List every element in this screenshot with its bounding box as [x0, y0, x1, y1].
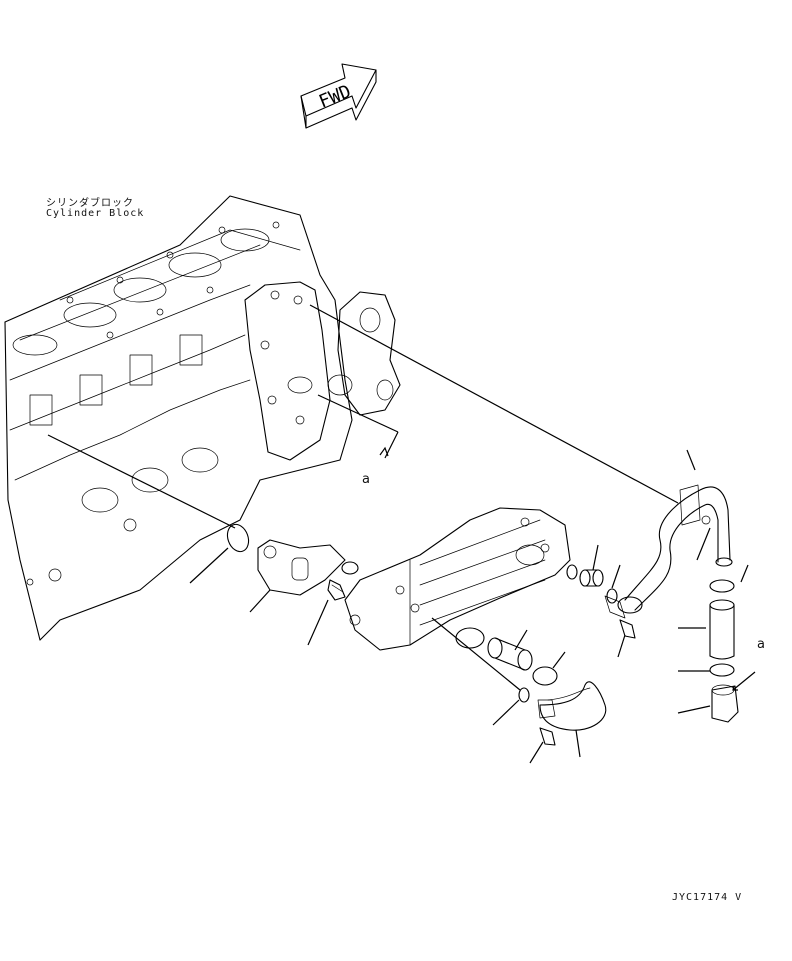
hose-clamp-mid-2	[532, 666, 558, 686]
hose-mid	[487, 637, 533, 671]
oil-cooler-body	[344, 507, 571, 651]
ref-a-right: a	[757, 637, 765, 652]
cylinder-block-label-jp: シリンダブロック	[46, 198, 134, 209]
ref-a-upper: a	[362, 472, 370, 487]
cylinder-block	[4, 195, 401, 641]
o-ring-small-2	[606, 588, 618, 604]
drawing-code: JYC17174 V	[672, 892, 743, 903]
fwd-arrow-icon	[300, 63, 377, 129]
connector-tube	[579, 569, 604, 587]
cooler-bracket	[257, 539, 359, 596]
hose-clamp-lower	[709, 663, 735, 677]
water-pipe-upper	[604, 484, 733, 619]
cylinder-block-label-en: Cylinder Block	[46, 208, 145, 219]
o-ring-small-1	[566, 564, 578, 580]
bolt-lower	[539, 727, 556, 746]
hose-clamp-mid-1	[455, 627, 485, 649]
o-ring-left	[226, 523, 250, 553]
o-ring-lower	[518, 687, 530, 703]
water-pipe-lower	[537, 681, 607, 731]
hose-clamp-upper	[709, 579, 735, 593]
leader-lines	[47, 304, 756, 764]
bolt-left	[327, 579, 346, 601]
hose-right	[709, 599, 735, 660]
bolt-middle	[619, 619, 636, 639]
fwd-text: FWD	[316, 81, 354, 113]
